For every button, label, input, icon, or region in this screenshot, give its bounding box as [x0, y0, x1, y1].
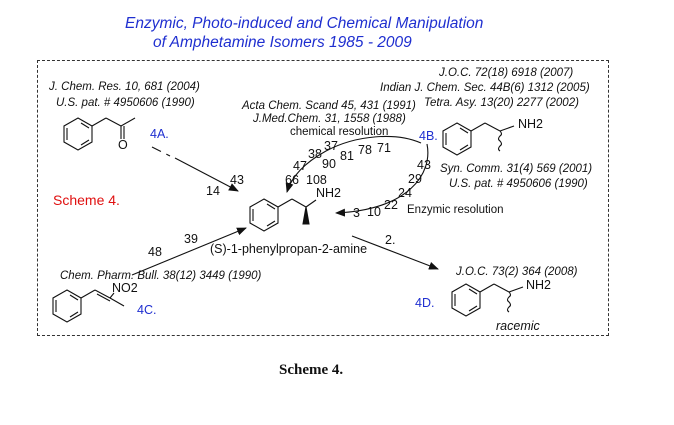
num-chem-90: 90 — [322, 157, 336, 171]
atom-nh2-center: NH2 — [316, 186, 342, 200]
arrow-4c-to-center — [131, 227, 247, 276]
num-c-39: 39 — [184, 232, 198, 246]
compound-4d-structure — [451, 283, 524, 317]
chemical-resolution-label: chemical resolution — [290, 126, 389, 138]
arrow-4a-to-center — [151, 146, 239, 192]
compound-4c-structure — [52, 289, 125, 323]
ref-4c-1: Chem. Pharm. Bull. 38(12) 3449 (1990) — [60, 270, 262, 282]
label-4b: 4B. — [419, 129, 438, 143]
atom-o: O — [118, 138, 128, 152]
atom-nh2-4b: NH2 — [518, 117, 544, 131]
ref-4a-1: J. Chem. Res. 10, 681 (2004) — [49, 81, 200, 93]
ref-4a-2: U.S. pat. # 4950606 (1990) — [56, 97, 195, 109]
num-chem-37: 37 — [324, 139, 338, 153]
num-chem-78: 78 — [358, 143, 372, 157]
label-4d: 4D. — [415, 296, 435, 310]
ref-right-2: Indian J. Chem. Sec. 44B(6) 1312 (2005) — [380, 82, 590, 94]
racemic-label: racemic — [496, 319, 540, 333]
num-chem-108: 108 — [306, 173, 327, 187]
num-enz-3: 3 — [353, 206, 360, 220]
num-chem-38: 38 — [308, 147, 322, 161]
ref-4d-1: J.O.C. 73(2) 364 (2008) — [456, 266, 578, 278]
figure-caption: Scheme 4. — [279, 362, 344, 378]
num-c-48: 48 — [148, 245, 162, 259]
atom-nh2-4d: NH2 — [526, 278, 552, 292]
scheme-frame — [37, 60, 609, 336]
title-line-2: of Amphetamine Isomers 1985 - 2009 — [153, 34, 412, 51]
scheme-label: Scheme 4. — [53, 192, 120, 208]
enzymic-resolution-label: Enzymic resolution — [407, 204, 504, 216]
center-compound-structure — [249, 198, 317, 232]
ref-right-3: Tetra. Asy. 13(20) 2277 (2002) — [424, 97, 579, 109]
label-4a: 4A. — [150, 127, 169, 141]
arrow-enzymic-resolution — [335, 143, 429, 217]
num-enz-22: 22 — [384, 198, 398, 212]
ref-4b-2: U.S. pat. # 4950606 (1990) — [449, 178, 588, 190]
wedge-bond — [302, 206, 310, 225]
title-line-1: Enzymic, Photo-induced and Chemical Mani… — [125, 15, 484, 32]
ref-center-1: Acta Chem. Scand 45, 431 (1991) — [242, 100, 416, 112]
num-chem-81: 81 — [340, 149, 354, 163]
arrow-center-to-4d — [351, 235, 439, 270]
compound-4a-structure — [63, 117, 136, 151]
center-compound-name: (S)-1-phenylpropan-2-amine — [210, 242, 368, 256]
num-chem-47: 47 — [293, 159, 307, 173]
num-enz-29: 29 — [408, 172, 422, 186]
atom-no2: NO2 — [112, 281, 138, 295]
num-chem-71: 71 — [377, 141, 391, 155]
ref-center-2: J.Med.Chem. 31, 1558 (1988) — [253, 113, 406, 125]
ref-4b-1: Syn. Comm. 31(4) 569 (2001) — [440, 163, 593, 175]
compound-4b-structure — [442, 122, 515, 156]
label-4c: 4C. — [137, 303, 157, 317]
arrow-chemical-resolution — [285, 135, 422, 193]
num-a-14: 14 — [206, 184, 220, 198]
ref-right-1: J.O.C. 72(18) 6918 (2007) — [439, 67, 574, 79]
step-2-label: 2. — [385, 233, 396, 247]
